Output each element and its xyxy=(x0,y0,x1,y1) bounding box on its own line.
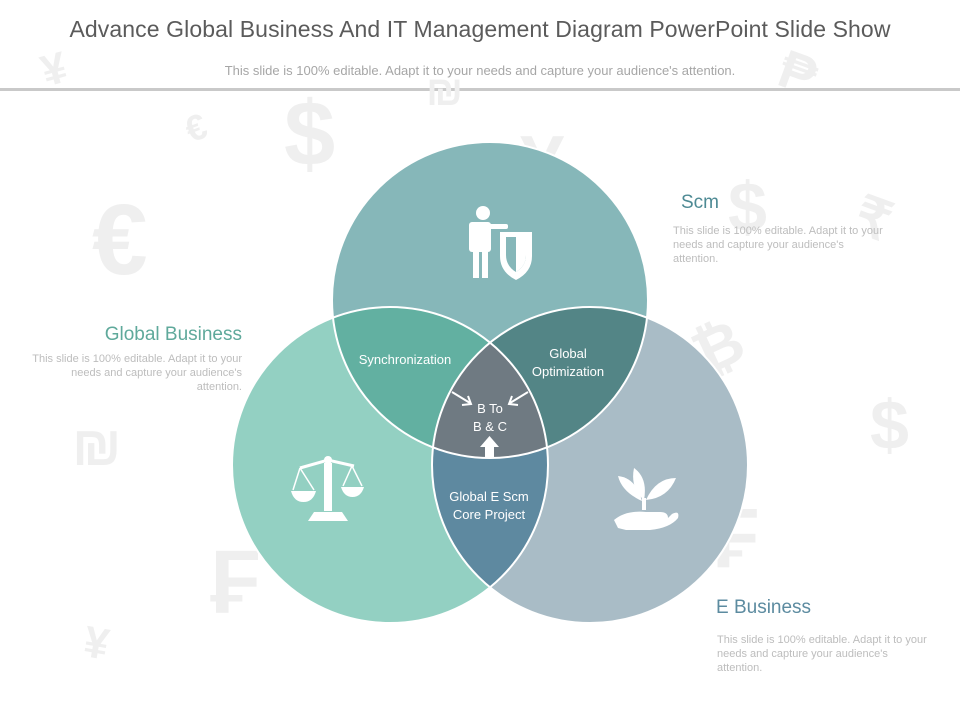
e-business-title: E Business xyxy=(716,597,812,618)
businessman-shield-icon xyxy=(469,206,532,280)
scm-title: Scm xyxy=(681,192,719,213)
center-label: B To B & C xyxy=(473,401,507,434)
global-business-title: Global Business xyxy=(104,324,242,345)
dollar-symbol-icon: $ xyxy=(284,83,336,185)
e-business-description: This slide is 100% editable. Adapt it to… xyxy=(717,634,927,674)
synchronization-label: Synchronization xyxy=(358,352,452,367)
dollar-symbol-icon: $ xyxy=(728,168,767,246)
arrow-up-icon xyxy=(480,436,499,458)
header-divider xyxy=(0,88,960,91)
arrow-from-right-icon xyxy=(507,391,529,406)
euro-symbol-icon: € xyxy=(92,184,148,296)
overlap-center xyxy=(432,307,548,458)
shekel-symbol-icon: ₪ xyxy=(426,67,464,114)
franc-symbol-icon: ₣ xyxy=(210,533,261,633)
slide-title: Advance Global Business And IT Managemen… xyxy=(69,16,891,42)
scm-description: This slide is 100% editable. Adapt it to… xyxy=(673,225,883,265)
hand-plant-icon xyxy=(614,468,679,530)
dollar-symbol-icon: $ xyxy=(870,386,909,464)
global-e-scm-label: Global E Scm Core Project xyxy=(449,489,529,522)
shekel-symbol-icon: ₪ xyxy=(72,414,122,477)
slide-subtitle: This slide is 100% editable. Adapt it to… xyxy=(224,63,736,78)
global-optimization-label: Global Optimization xyxy=(531,346,605,379)
balance-scale-icon xyxy=(291,456,364,521)
global-business-description: This slide is 100% editable. Adapt it to… xyxy=(32,353,242,393)
arrow-from-left-icon xyxy=(451,391,473,406)
